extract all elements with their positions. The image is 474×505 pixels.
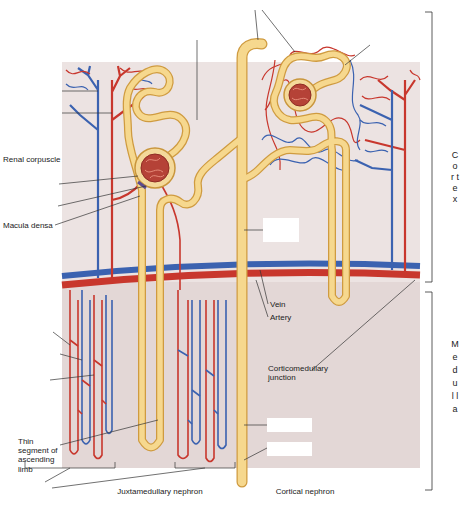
part-label: Macula densa [3,221,63,230]
part-label: Vein [270,300,300,309]
renal-tubule-outline [242,54,347,302]
glomerulus [145,158,164,178]
renal-tubule [127,44,347,482]
region-bracket [425,292,432,490]
interlobular-vessels [355,90,392,270]
vasa-recta [206,300,214,462]
glomerulus [289,84,311,106]
label-box [27,178,59,190]
vasa-recta [192,300,200,444]
region-label: C o r t e x [451,150,459,205]
part-label: Artery [270,313,300,322]
peritubular-capillaries [350,60,360,150]
label-box [332,15,407,45]
peritubular-capillaries [270,158,350,171]
glomerulus [141,154,169,182]
glomerulus [292,88,308,100]
renal-tubule-outline [242,44,262,482]
renal-tubule-outline [127,44,347,482]
vasa-recta [218,300,226,449]
renal-tubule-outline [127,69,242,447]
label-box [147,5,194,60]
peritubular-capillaries [360,70,420,100]
label-box [267,418,312,432]
nephron-type-label: Cortical nephron [255,487,355,496]
label-box [22,85,62,98]
nephron-type-label: Juxtamedullary nephron [100,487,220,496]
interlobular-vessels [70,66,98,278]
label-box [2,478,52,498]
leader-line [25,462,235,488]
label-box [3,325,53,339]
vasa-recta [82,290,90,444]
region-bracket [425,12,432,282]
renal-tubule [242,54,347,302]
glomerulus [284,79,316,111]
label-box [12,347,60,361]
vasa-recta [106,295,112,434]
vasa-recta [178,350,218,424]
interlobular-vessels [365,80,415,272]
leader-line [55,91,146,225]
region-label: M e d u l l a [451,338,459,416]
label-box [2,5,407,498]
label-box [200,8,245,40]
vasa-recta [178,290,188,459]
label-box [22,107,62,120]
leader-line [25,10,415,488]
label-box [263,218,299,242]
label-box [267,442,312,456]
leader-line [50,230,267,460]
part-label: Thin segment of ascending limb [18,437,64,474]
vasa-recta [94,295,102,459]
leader-line [197,10,370,120]
leader-line [60,270,415,445]
vasa-recta [70,290,78,454]
renal-tubule [127,69,242,447]
vasa-recta [70,290,226,462]
renal-tubule [242,44,262,482]
glomerulus [135,79,316,188]
peritubular-capillaries [360,120,388,152]
label-box [30,200,58,212]
label-box [10,368,50,406]
part-label: Renal corpuscle [3,155,75,164]
region-bracket [425,12,432,490]
glomerulus [135,148,175,188]
part-label: Corticomedullary junction [268,364,340,382]
